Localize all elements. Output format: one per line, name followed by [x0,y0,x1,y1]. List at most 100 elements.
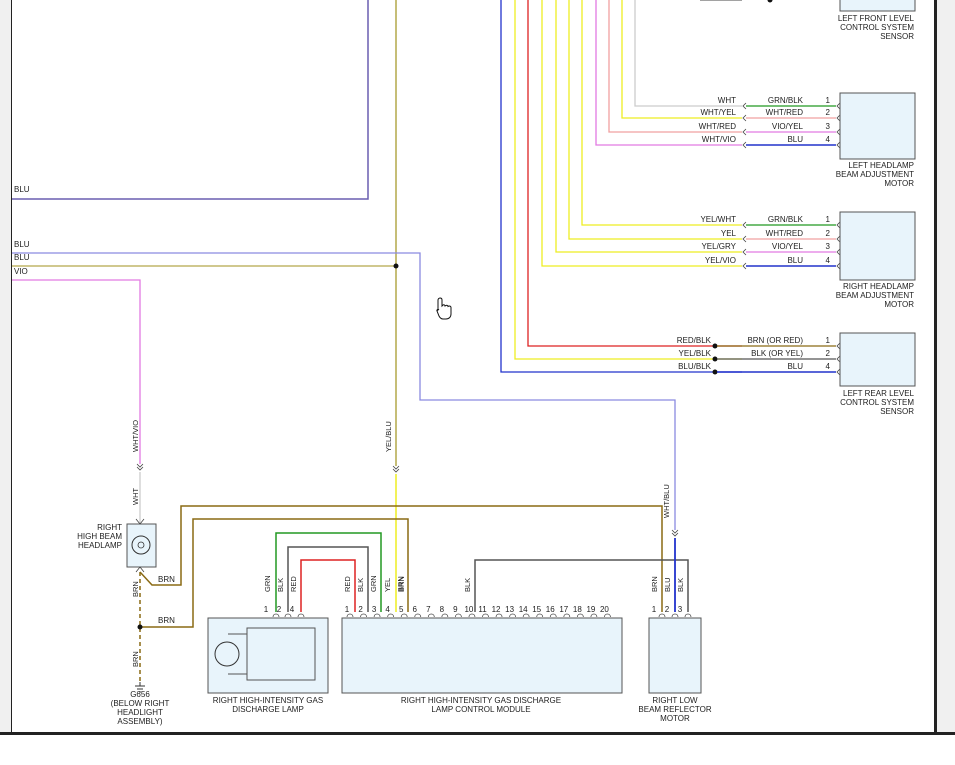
module-pin: 13 [505,605,514,614]
motor-pin: 2 [665,605,670,614]
mouse-pointer-hand-icon [436,297,452,320]
label-left-front-level-sensor: SENSOR [880,32,914,41]
rear-sensor-out-label: BLU [787,362,803,371]
pin-hook [360,613,367,618]
label-reflector-motor: MOTOR [660,714,690,723]
wire-yel [568,0,742,240]
wire-brn-hb-out [139,505,663,612]
rear-sensor-pin: 4 [826,362,831,371]
rear-sensor-in-label: BLU/BLK [678,362,712,371]
splice-dot [767,0,773,3]
discharge-lamp-inner [246,627,316,681]
lamp-wire-label: BLK [276,578,285,592]
module-pin: 19 [586,605,595,614]
wire-yel-blk [514,0,742,360]
left-headlamp-connector-out-label: VIO/YEL [772,122,804,131]
discharge-lamp-socket [228,633,247,675]
right-headlamp-connector-pin: 2 [826,229,831,238]
motor-pin: 1 [652,605,657,614]
lamp-pin: 1 [264,605,269,614]
pin-hook [482,613,489,618]
module-pin: 12 [492,605,501,614]
wire-label-wht-blu: WHT/BLU [662,484,671,518]
left-headlamp-connector-out-label: BLU [787,135,803,144]
label-ground: G656 [130,690,150,699]
module-pin: 4 [385,605,390,614]
wire-brn-module [140,518,409,628]
label-right-high-beam: HIGH BEAM [77,532,122,541]
label-right-high-beam: RIGHT [97,523,122,532]
wire-blk-motor [474,559,689,612]
right-headlamp-connector-out-label: VIO/YEL [772,242,804,251]
motor-wire-label: BRN [650,576,659,592]
splice-dot [393,263,399,269]
module-pin: 7 [426,605,431,614]
module-wire-label: RED [343,576,352,592]
label-left-headlamp-motor: BEAM ADJUSTMENT [836,170,914,179]
module-wire-label: YEL [383,578,392,592]
pin-hook [549,613,557,618]
left-headlamp-motor [839,92,916,160]
lamp-pin: 4 [290,605,295,614]
label-left-rear-level-sensor: CONTROL SYSTEM [840,398,914,407]
pin-hook [387,613,395,618]
module-pin: 14 [519,605,528,614]
module-pin: 6 [413,605,418,614]
left-headlamp-connector-pin: 4 [826,135,831,144]
left-headlamp-connector-out-label: WHT/RED [766,108,804,117]
wire-label-brn-horizontal: BRN [158,616,175,625]
wire-label-brn-a: BRN [131,581,140,597]
label-ground: (BELOW RIGHT [111,699,170,708]
wire-yel-gry [555,0,742,253]
label-left-headlamp-motor: LEFT HEADLAMP [848,161,914,170]
wire-wht-red [608,0,742,133]
wire-label-yel-blu: YEL/BLU [384,421,393,452]
wire-label-wht-vio: WHT/VIO [131,420,140,452]
label-right-headlamp-motor: BEAM ADJUSTMENT [836,291,914,300]
left-headlamp-connector-in-label: WHT/VIO [702,135,736,144]
splice-dot [137,624,143,630]
pin-hook [671,613,679,618]
left-headlamp-connector-out-label: GRN/BLK [768,96,804,105]
pin-hook [441,613,449,618]
wire-blk-lamp [287,546,369,612]
motor-wire-label: BLK [676,578,685,592]
window-scrollbar-right[interactable] [934,0,955,765]
pin-hook [468,613,476,618]
pin-hook [427,613,435,618]
wire-grn-lamp [275,532,382,612]
pin-hook [590,613,598,618]
label-reflector-motor: RIGHT LOW [652,696,698,705]
pin-hook [684,613,692,618]
rear-sensor-pin: 2 [826,349,831,358]
headlamp-bulb-icon [131,535,151,555]
window-frame-left [0,0,12,765]
module-pin: 1 [345,605,350,614]
pin-ticks [272,613,692,618]
right-headlamp-connector-in-label: YEL [721,229,737,238]
lamp-wire-label: RED [289,576,298,592]
module-pin: 2 [358,605,363,614]
pin-hook [536,613,544,618]
left-rear-level-sensor [839,332,916,387]
label-right-headlamp-motor: RIGHT HEADLAMP [843,282,914,291]
label-ground: ASSEMBLY) [117,717,163,726]
window-frame-bottom [0,732,955,765]
left-wire-label: BLU [14,185,30,194]
ground-icon [135,682,145,693]
control-module [341,617,623,694]
discharge-lamp [207,617,329,694]
module-wire-label: BLK [356,578,365,592]
right-headlamp-connector-pin: 3 [826,242,831,251]
left-headlamp-connector-pin: 2 [826,108,831,117]
module-pin: 16 [546,605,555,614]
left-headlamp-connector-pin: 3 [826,122,831,131]
label-discharge-lamp: RIGHT HIGH-INTENSITY GAS [213,696,323,705]
pin-hook [414,613,422,618]
label-left-front-level-sensor: CONTROL SYSTEM [840,23,914,32]
right-headlamp-connector-out-label: WHT/RED [766,229,804,238]
label-right-high-beam: HEADLAMP [78,541,122,550]
module-pin: 10 [464,605,473,614]
right-headlamp-connector-in-label: YEL/WHT [700,215,736,224]
label-left-front-level-sensor: LEFT FRONT LEVEL [838,14,915,23]
